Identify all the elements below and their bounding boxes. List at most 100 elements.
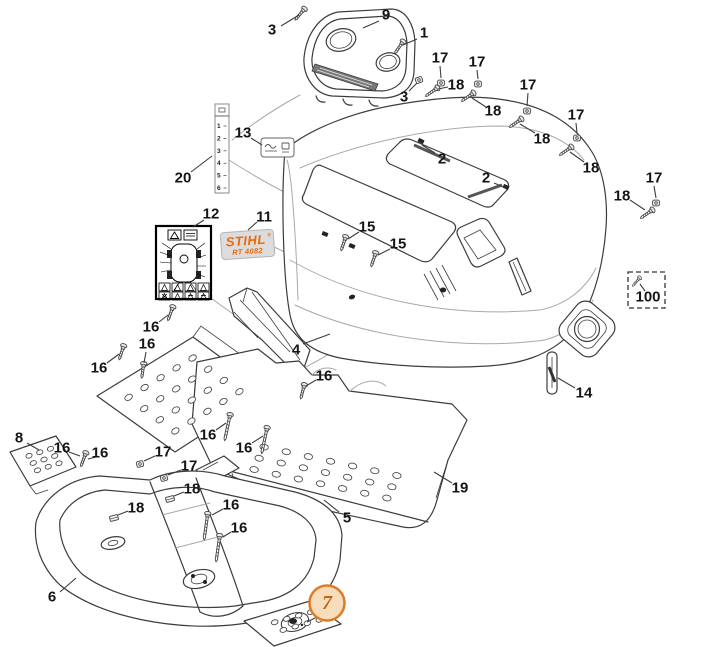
callout-label-15[interactable]: 15 — [359, 219, 376, 236]
screw-icon[interactable] — [292, 4, 309, 23]
washer-icon[interactable] — [523, 107, 531, 115]
callout-label-18[interactable]: 18 — [583, 160, 600, 177]
callout-label-16[interactable]: 16 — [316, 368, 333, 385]
hole — [204, 365, 213, 373]
callout-label-2[interactable]: 2 — [438, 151, 446, 168]
dash-recess-inner — [463, 229, 497, 260]
callout-label-16[interactable]: 16 — [92, 445, 109, 462]
pan-scallop — [311, 367, 387, 392]
washer-icon[interactable] — [573, 134, 581, 142]
callout-label-15[interactable]: 15 — [390, 236, 407, 253]
callout-label-18[interactable]: 18 — [184, 481, 201, 498]
callout-label-16[interactable]: 16 — [91, 360, 108, 377]
hole — [320, 469, 331, 476]
callout-label-4[interactable]: 4 — [292, 342, 301, 359]
callout-label-3[interactable]: 3 — [268, 22, 276, 39]
washer-icon[interactable] — [135, 459, 145, 469]
washer-icon[interactable] — [474, 80, 482, 88]
part-100-service-kit-box[interactable] — [627, 271, 666, 309]
hole — [51, 453, 59, 459]
leader-line — [362, 20, 380, 29]
callout-label-14[interactable]: 14 — [576, 385, 593, 402]
washer-icon[interactable] — [652, 199, 660, 207]
leader-line — [377, 248, 391, 256]
hole — [140, 404, 149, 413]
callout-label-19[interactable]: 19 — [452, 480, 469, 497]
callout-label-100[interactable]: 100 — [635, 289, 660, 306]
callout-label-16[interactable]: 16 — [143, 319, 160, 336]
screw-icon[interactable] — [115, 342, 128, 362]
leader-line — [437, 86, 449, 90]
callout-label-16[interactable]: 16 — [200, 427, 217, 444]
callout-label-17[interactable]: 17 — [568, 107, 585, 124]
leader-line — [569, 151, 585, 163]
callout-label-11[interactable]: 11 — [256, 209, 272, 226]
scale-tick-label: 1 — [217, 123, 221, 130]
callout-label-17[interactable]: 17 — [469, 54, 486, 71]
part-6-front-bumper[interactable] — [34, 470, 343, 627]
callout-label-18[interactable]: 18 — [485, 103, 502, 120]
screw-icon[interactable] — [164, 303, 178, 323]
washer-icon[interactable] — [437, 79, 445, 87]
callout-label-2[interactable]: 2 — [482, 170, 490, 187]
hole — [219, 376, 228, 385]
leader-line — [173, 491, 185, 497]
callout-label-6[interactable]: 6 — [48, 589, 56, 606]
callout-label-17[interactable]: 17 — [520, 77, 537, 94]
callout-label-17[interactable]: 17 — [432, 50, 449, 67]
warning-triangle-icon — [167, 229, 182, 241]
part-13-info-decal[interactable] — [260, 137, 295, 158]
callout-label-18[interactable]: 18 — [448, 77, 465, 94]
hole — [219, 397, 228, 406]
callout-label-17[interactable]: 17 — [155, 444, 172, 461]
callout-label-18[interactable]: 18 — [128, 500, 145, 517]
leader-line — [629, 199, 646, 211]
callout-label-7[interactable]: 7 — [322, 592, 333, 614]
leader-line — [557, 377, 576, 389]
callout-label-16[interactable]: 16 — [54, 440, 71, 457]
highlight-circle[interactable] — [308, 584, 346, 622]
screw-icon[interactable] — [423, 83, 442, 100]
hole — [171, 406, 180, 414]
callout-label-3[interactable]: 3 — [400, 89, 408, 106]
part-5-floor-pan[interactable] — [191, 348, 468, 529]
callout-label-16[interactable]: 16 — [223, 497, 240, 514]
callout-label-18[interactable]: 18 — [534, 131, 551, 148]
cup-holder-left — [325, 28, 357, 52]
washer-icon[interactable] — [159, 473, 169, 483]
cup-holder-left-inner — [329, 31, 353, 49]
callout-label-18[interactable]: 18 — [614, 188, 631, 205]
part-4-body-shell[interactable] — [282, 96, 619, 368]
callout-label-16[interactable]: 16 — [139, 336, 156, 353]
leader-line — [575, 122, 578, 134]
callout-label-16[interactable]: 16 — [231, 520, 248, 537]
part-2-seal-strip-left[interactable] — [413, 143, 451, 163]
callout-label-5[interactable]: 5 — [343, 510, 351, 527]
leader-line — [143, 351, 147, 364]
screw-icon[interactable] — [77, 449, 91, 469]
part-2-seal-strip-right[interactable] — [467, 183, 503, 199]
part-9-storage-tray[interactable] — [303, 8, 416, 107]
washer-icon[interactable] — [414, 75, 424, 85]
callout-label-1[interactable]: 1 — [420, 25, 428, 42]
callout-label-20[interactable]: 20 — [175, 170, 192, 187]
callout-label-17[interactable]: 17 — [646, 170, 663, 187]
warning-triangle-glyph — [169, 231, 180, 239]
callout-label-13[interactable]: 13 — [235, 125, 252, 142]
part-11-brand-decal[interactable]: STIHL ® RT 4082 — [219, 228, 276, 261]
callout-label-16[interactable]: 16 — [236, 440, 253, 457]
callout-label-8[interactable]: 8 — [15, 430, 23, 447]
callout-label-9[interactable]: 9 — [382, 7, 390, 24]
dashed-box — [627, 271, 666, 309]
callout-label-17[interactable]: 17 — [181, 458, 198, 475]
leader-line — [433, 471, 453, 484]
mower-wheel — [167, 271, 172, 279]
leader-line — [421, 144, 436, 154]
part-12-safety-decal[interactable] — [154, 224, 213, 301]
hole — [370, 467, 380, 475]
callout-label-12[interactable]: 12 — [203, 206, 220, 223]
hole — [387, 483, 397, 491]
part-14-dipstick[interactable] — [546, 351, 558, 395]
screw-icon[interactable] — [638, 205, 657, 222]
